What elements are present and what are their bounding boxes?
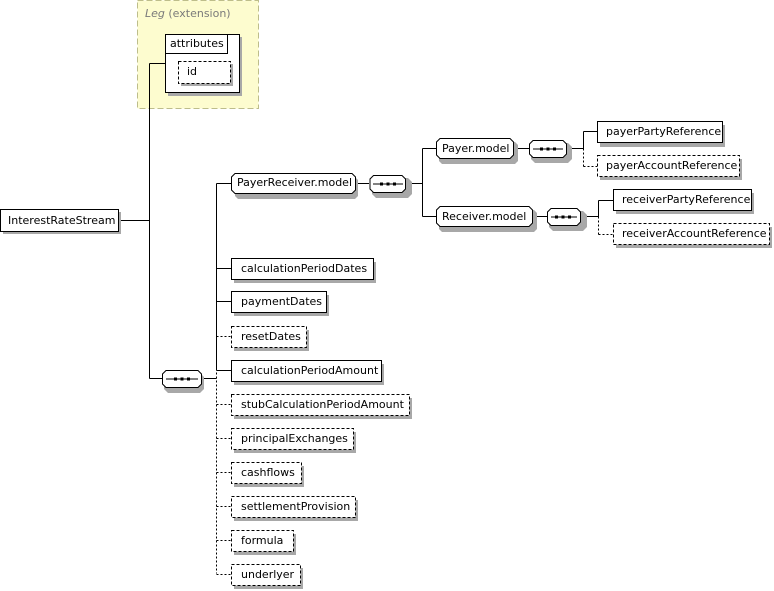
group-label-payer: Payer.model: [442, 142, 510, 155]
element-payment-dates: paymentDates: [241, 295, 323, 308]
element-receiver-party-reference: receiverPartyReference: [622, 193, 751, 206]
element-calculation-period-dates: calculationPeriodDates: [241, 262, 368, 275]
group-label-receiver: Receiver.model: [442, 210, 527, 223]
root-element-label: InterestRateStream: [8, 214, 116, 227]
extension-base-name: Leg: [145, 7, 165, 20]
root-element-box: [0, 209, 119, 232]
attribute-id: id: [187, 65, 198, 78]
group-payer-model: [436, 138, 518, 164]
group-payerreceiver-model: [231, 173, 358, 199]
attributes-tab-line: [165, 34, 228, 54]
element-settlement-provision: settlementProvision: [241, 500, 351, 513]
id-box: [178, 61, 231, 84]
element-payer-party-reference: payerPartyReference: [606, 125, 722, 138]
element-cashflows: cashflows: [241, 466, 295, 479]
sequence-compositor-payerreceiver: [369, 175, 412, 198]
element-reset-dates: resetDates: [241, 330, 301, 343]
sequence-compositor-main: [162, 370, 204, 393]
attributes-label: attributes: [170, 37, 224, 50]
group-label-payerreceiver: PayerReceiver.model: [237, 176, 353, 189]
connectors: [120, 63, 613, 575]
element-payer-account-reference: payerAccountReference: [606, 159, 738, 172]
extension-title: Leg (extension): [145, 7, 231, 20]
element-calculation-period-amount: calculationPeriodAmount: [241, 364, 379, 377]
element-principal-exchanges: principalExchanges: [241, 432, 348, 445]
element-formula: formula: [241, 534, 284, 547]
extension-suffix: (extension): [168, 7, 231, 20]
group-receiver-model: [436, 206, 537, 232]
element-boxes: [231, 121, 772, 589]
element-underlyer: underlyer: [241, 568, 295, 581]
sequence-compositor-receiver: [547, 208, 587, 231]
element-stub-calculation-period-amount: stubCalculationPeriodAmount: [241, 398, 404, 411]
element-receiver-account-reference: receiverAccountReference: [622, 227, 767, 240]
sequence-compositor-payer: [529, 140, 572, 163]
